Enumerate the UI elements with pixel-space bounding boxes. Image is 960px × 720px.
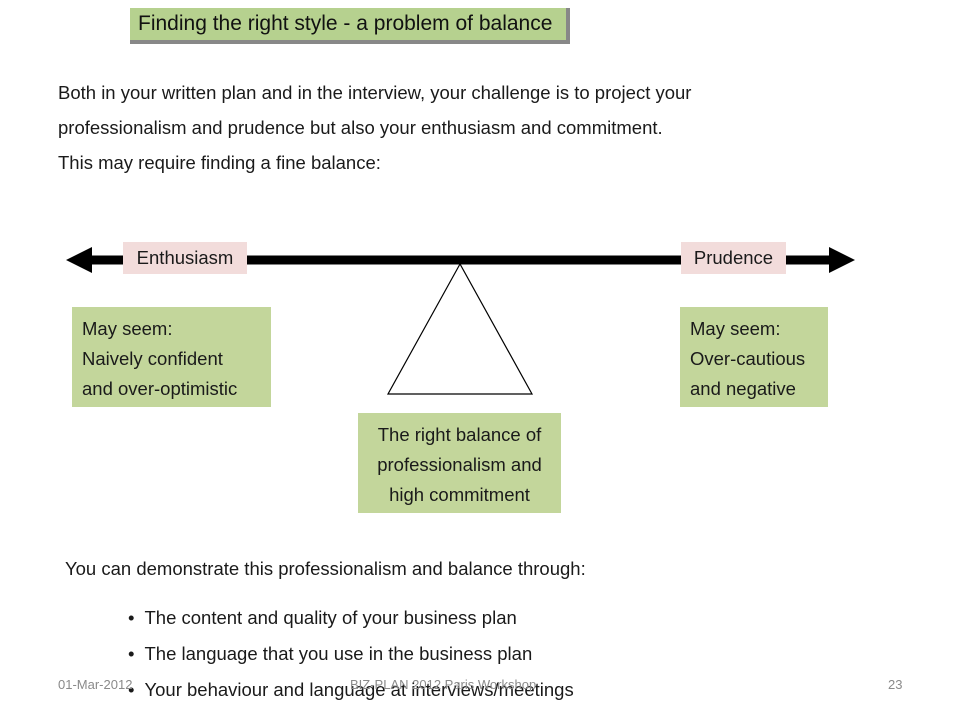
prudence-label: Prudence xyxy=(681,242,786,274)
box-line: Naively confident xyxy=(82,348,223,369)
box-line: high commitment xyxy=(389,484,530,505)
box-line: and negative xyxy=(690,378,796,399)
right-arrowhead xyxy=(829,247,855,273)
balance-box: The right balance of professionalism and… xyxy=(358,413,561,513)
intro-line: professionalism and prudence but also yo… xyxy=(58,117,663,138)
left-arrowhead xyxy=(66,247,92,273)
list-item: Your behaviour and language at interview… xyxy=(128,672,573,708)
box-line: professionalism and xyxy=(377,454,542,475)
box-line: May seem: xyxy=(82,318,173,339)
footer-center: BIZ-PLAN 2012 Paris Workshop xyxy=(350,677,537,692)
fulcrum-triangle xyxy=(386,262,534,395)
intro-line: Both in your written plan and in the int… xyxy=(58,82,692,103)
box-line: Over-cautious xyxy=(690,348,806,369)
enthusiasm-risk-box: May seem: Naively confident and over-opt… xyxy=(72,307,271,407)
intro-line: This may require finding a fine balance: xyxy=(58,152,381,173)
footer-date: 01-Mar-2012 xyxy=(58,677,133,692)
intro-text: Both in your written plan and in the int… xyxy=(58,78,691,183)
prudence-risk-box: May seem: Over-cautious and negative xyxy=(680,307,828,407)
list-item: The content and quality of your business… xyxy=(128,600,574,636)
list-item: The language that you use in the busines… xyxy=(128,636,574,672)
box-line: The right balance of xyxy=(377,424,542,445)
box-line: and over-optimistic xyxy=(82,378,238,399)
outro-text: You can demonstrate this professionalism… xyxy=(65,558,586,579)
slide-title: Finding the right style - a problem of b… xyxy=(130,8,571,44)
bullet-list: The content and quality of your business… xyxy=(128,600,574,708)
box-line: May seem: xyxy=(690,318,781,339)
enthusiasm-label: Enthusiasm xyxy=(123,242,247,274)
page-number: 23 xyxy=(888,677,903,692)
